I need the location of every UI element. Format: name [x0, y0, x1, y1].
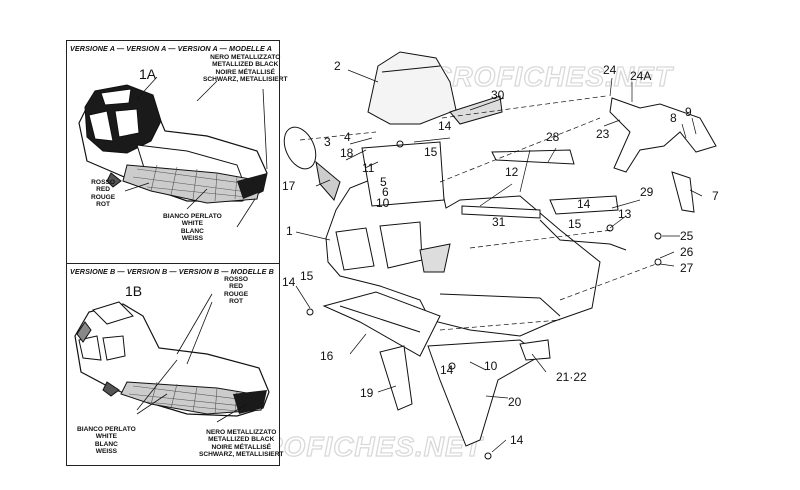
watermark-top: MICROFICHES.NET [398, 61, 675, 92]
version-b-fairing-drawing [74, 293, 270, 423]
version-b-panel: VERSIONE B — VERSION B — VERSION B — MOD… [66, 263, 284, 466]
part-label-1a: 1A [139, 66, 157, 82]
version-a-header: VERSIONE A — VERSION A — VERSION A — MOD… [70, 44, 273, 53]
part-label-1b: 1B [125, 283, 143, 299]
version-a-fairing-drawing [78, 76, 268, 228]
version-a-panel: VERSIONE A — VERSION A — VERSION A — MOD… [66, 40, 288, 265]
version-b-header: VERSIONE B — VERSION B — VERSION B — MOD… [70, 267, 274, 276]
